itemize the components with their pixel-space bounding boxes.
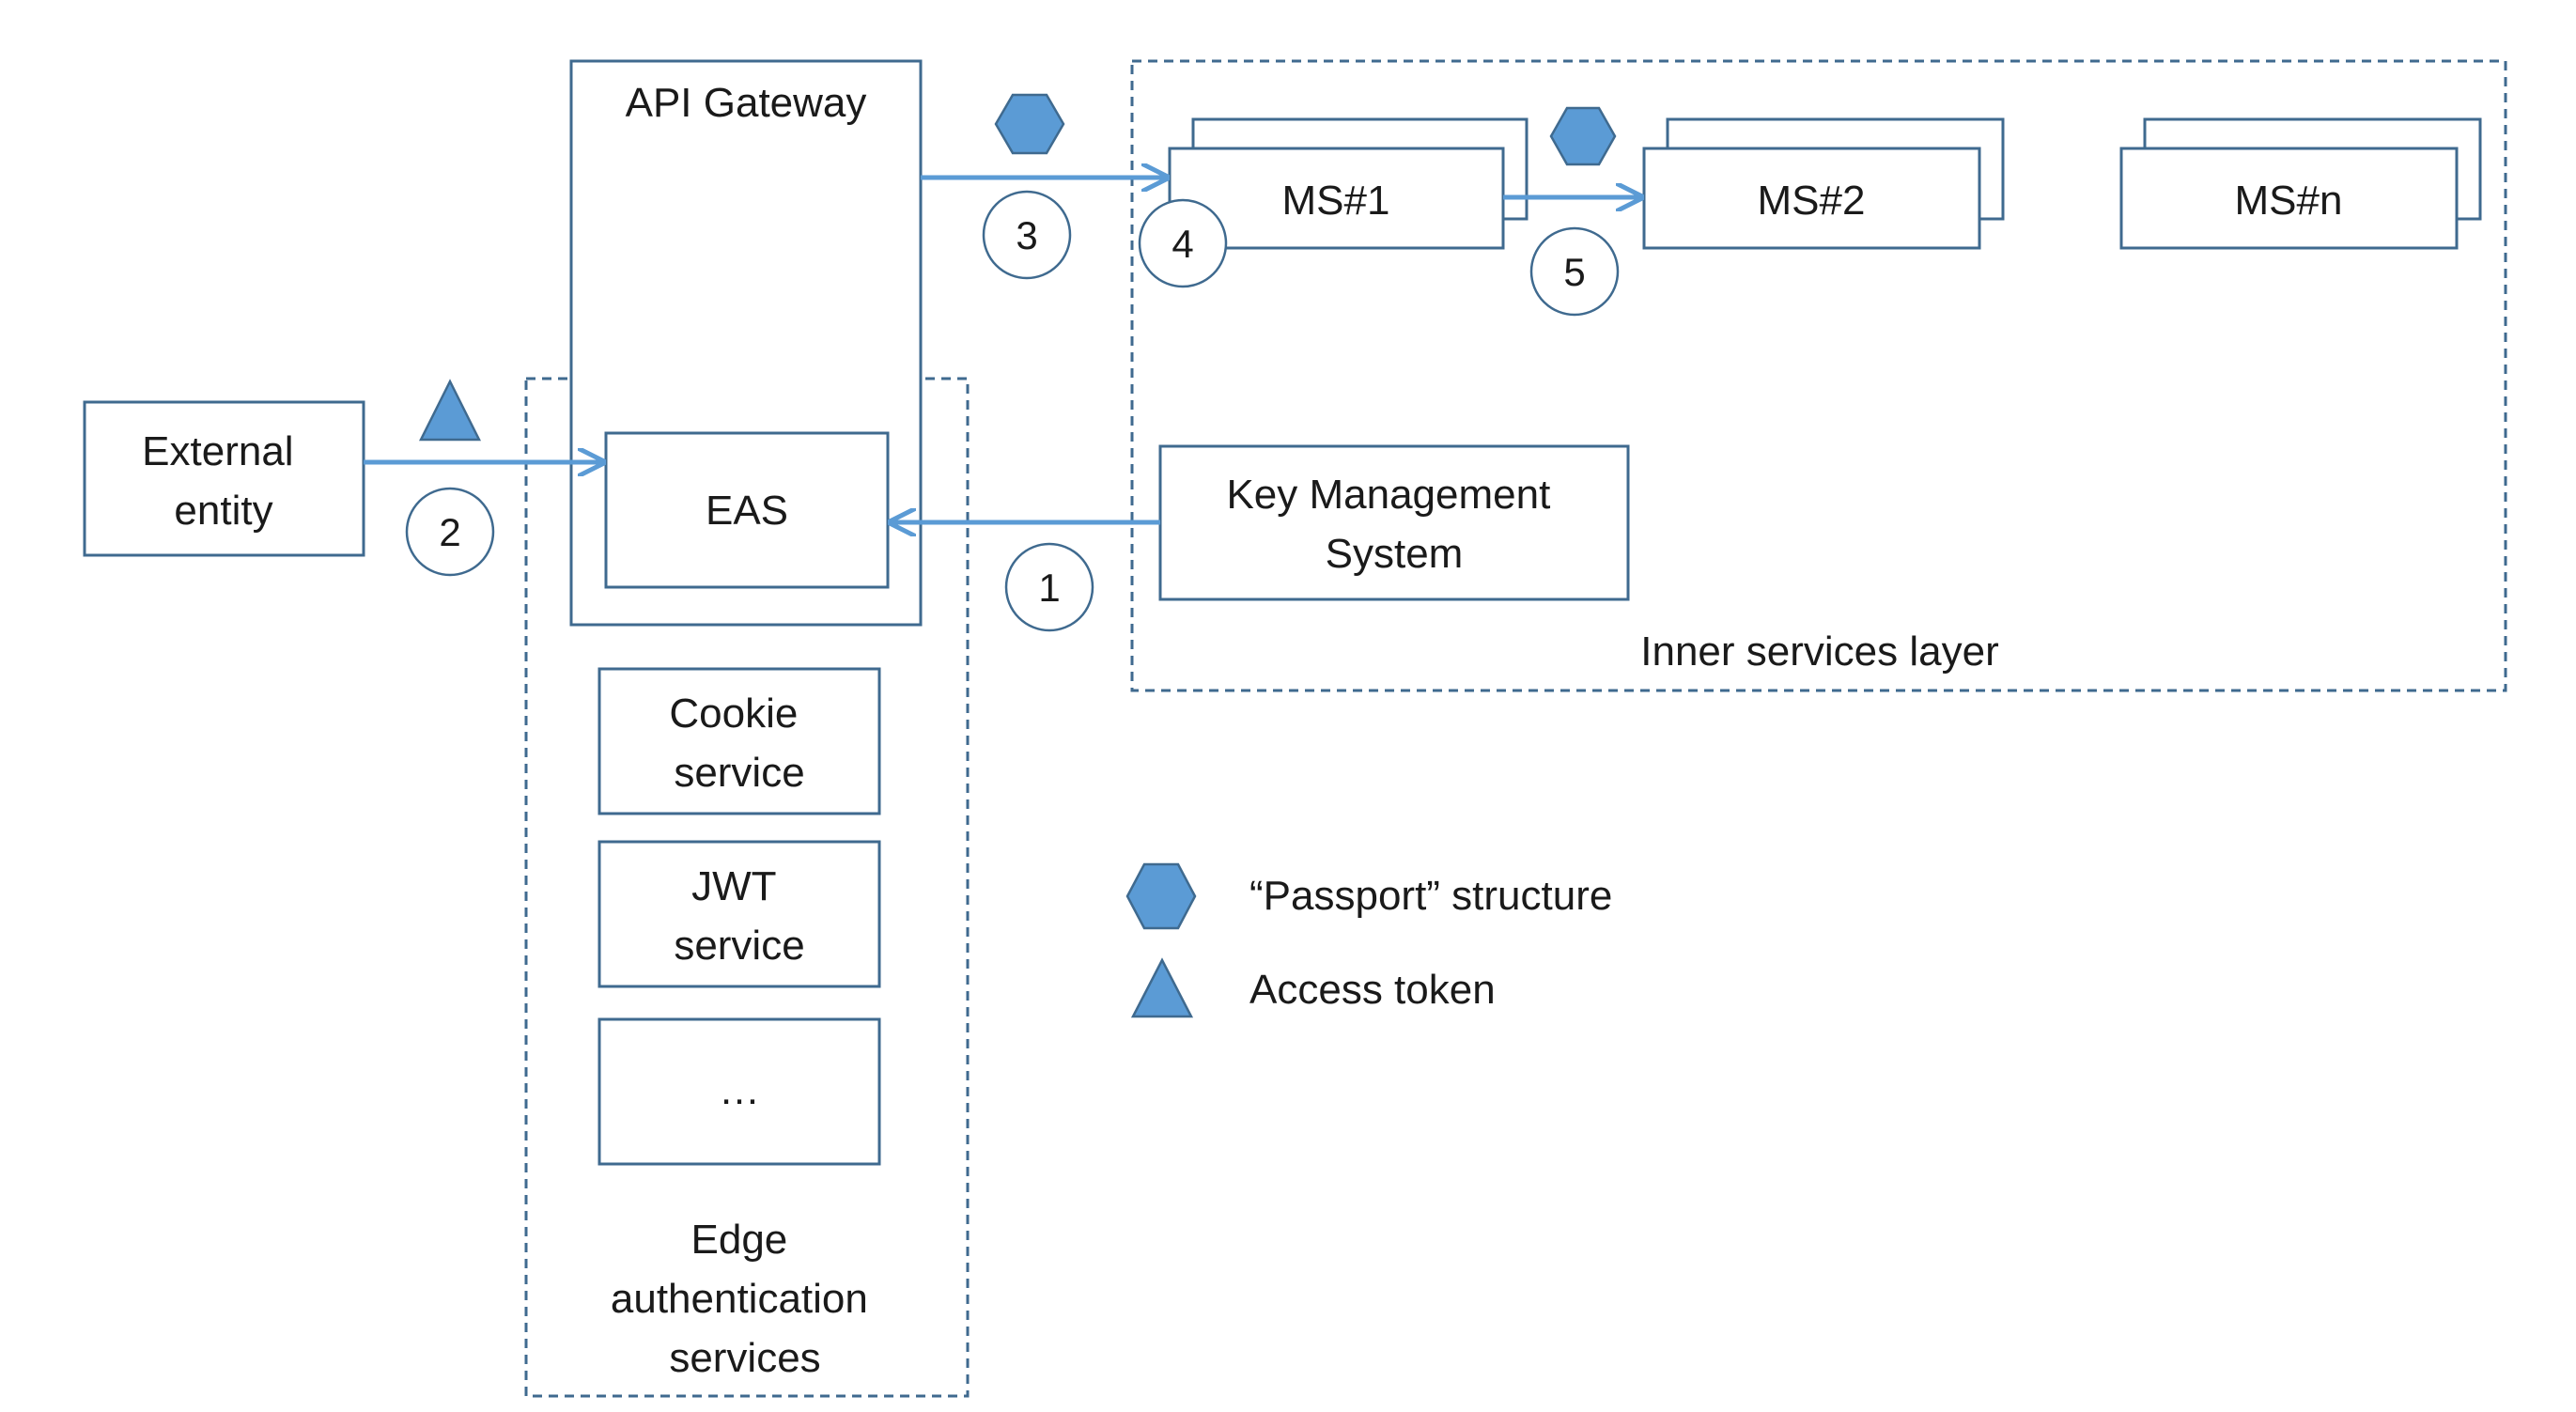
ms2-box bbox=[1642, 147, 1981, 250]
triangle-icon bbox=[418, 379, 482, 442]
hexagon-icon bbox=[994, 93, 1065, 155]
key-management-system-box bbox=[1158, 444, 1630, 601]
msn-label: MS#n bbox=[2235, 178, 2343, 224]
step-4-marker: 4 bbox=[1138, 198, 1228, 288]
hexagon-icon bbox=[1549, 106, 1617, 166]
step-1-marker: 1 bbox=[1004, 542, 1094, 632]
svg-text:4: 4 bbox=[1172, 222, 1193, 266]
inner-services-layer-group bbox=[1130, 59, 2507, 692]
eas-label: EAS bbox=[706, 488, 788, 534]
svg-text:2: 2 bbox=[439, 510, 460, 554]
cookie-service-label: Cookie service bbox=[669, 690, 809, 796]
svg-text:3: 3 bbox=[1016, 213, 1037, 257]
more-services-box bbox=[597, 1017, 881, 1166]
jwt-service-label: JWT service bbox=[674, 863, 804, 969]
external-entity-label: External entity bbox=[142, 428, 305, 534]
inner-services-layer-label: Inner services layer bbox=[1640, 628, 1998, 675]
ms1-label: MS#1 bbox=[1282, 178, 1390, 224]
legend: “Passport” structure Access token bbox=[1125, 862, 1612, 1018]
hexagon-icon bbox=[1125, 862, 1197, 930]
svg-text:1: 1 bbox=[1038, 566, 1060, 610]
external-entity-box bbox=[83, 400, 365, 557]
key-management-system-label: Key Management System bbox=[1226, 472, 1561, 577]
more-services-label: … bbox=[719, 1067, 760, 1113]
legend-passport-label: “Passport” structure bbox=[1249, 873, 1612, 919]
step-2-marker: 2 bbox=[405, 487, 495, 577]
msn-box bbox=[2119, 147, 2459, 250]
ms2-label: MS#2 bbox=[1758, 178, 1866, 224]
api-gateway-label: API Gateway bbox=[626, 80, 867, 126]
edge-auth-services-label: Edge authentication services bbox=[611, 1217, 879, 1381]
step-5-marker: 5 bbox=[1529, 226, 1620, 317]
svg-text:5: 5 bbox=[1563, 250, 1585, 294]
eas-box bbox=[604, 431, 890, 589]
cookie-service-box bbox=[597, 667, 881, 815]
jwt-service-box bbox=[597, 840, 881, 988]
step-3-marker: 3 bbox=[982, 190, 1072, 280]
legend-access-token-label: Access token bbox=[1249, 967, 1496, 1013]
edge-auth-services-group bbox=[524, 377, 970, 1398]
triangle-icon bbox=[1130, 957, 1194, 1018]
